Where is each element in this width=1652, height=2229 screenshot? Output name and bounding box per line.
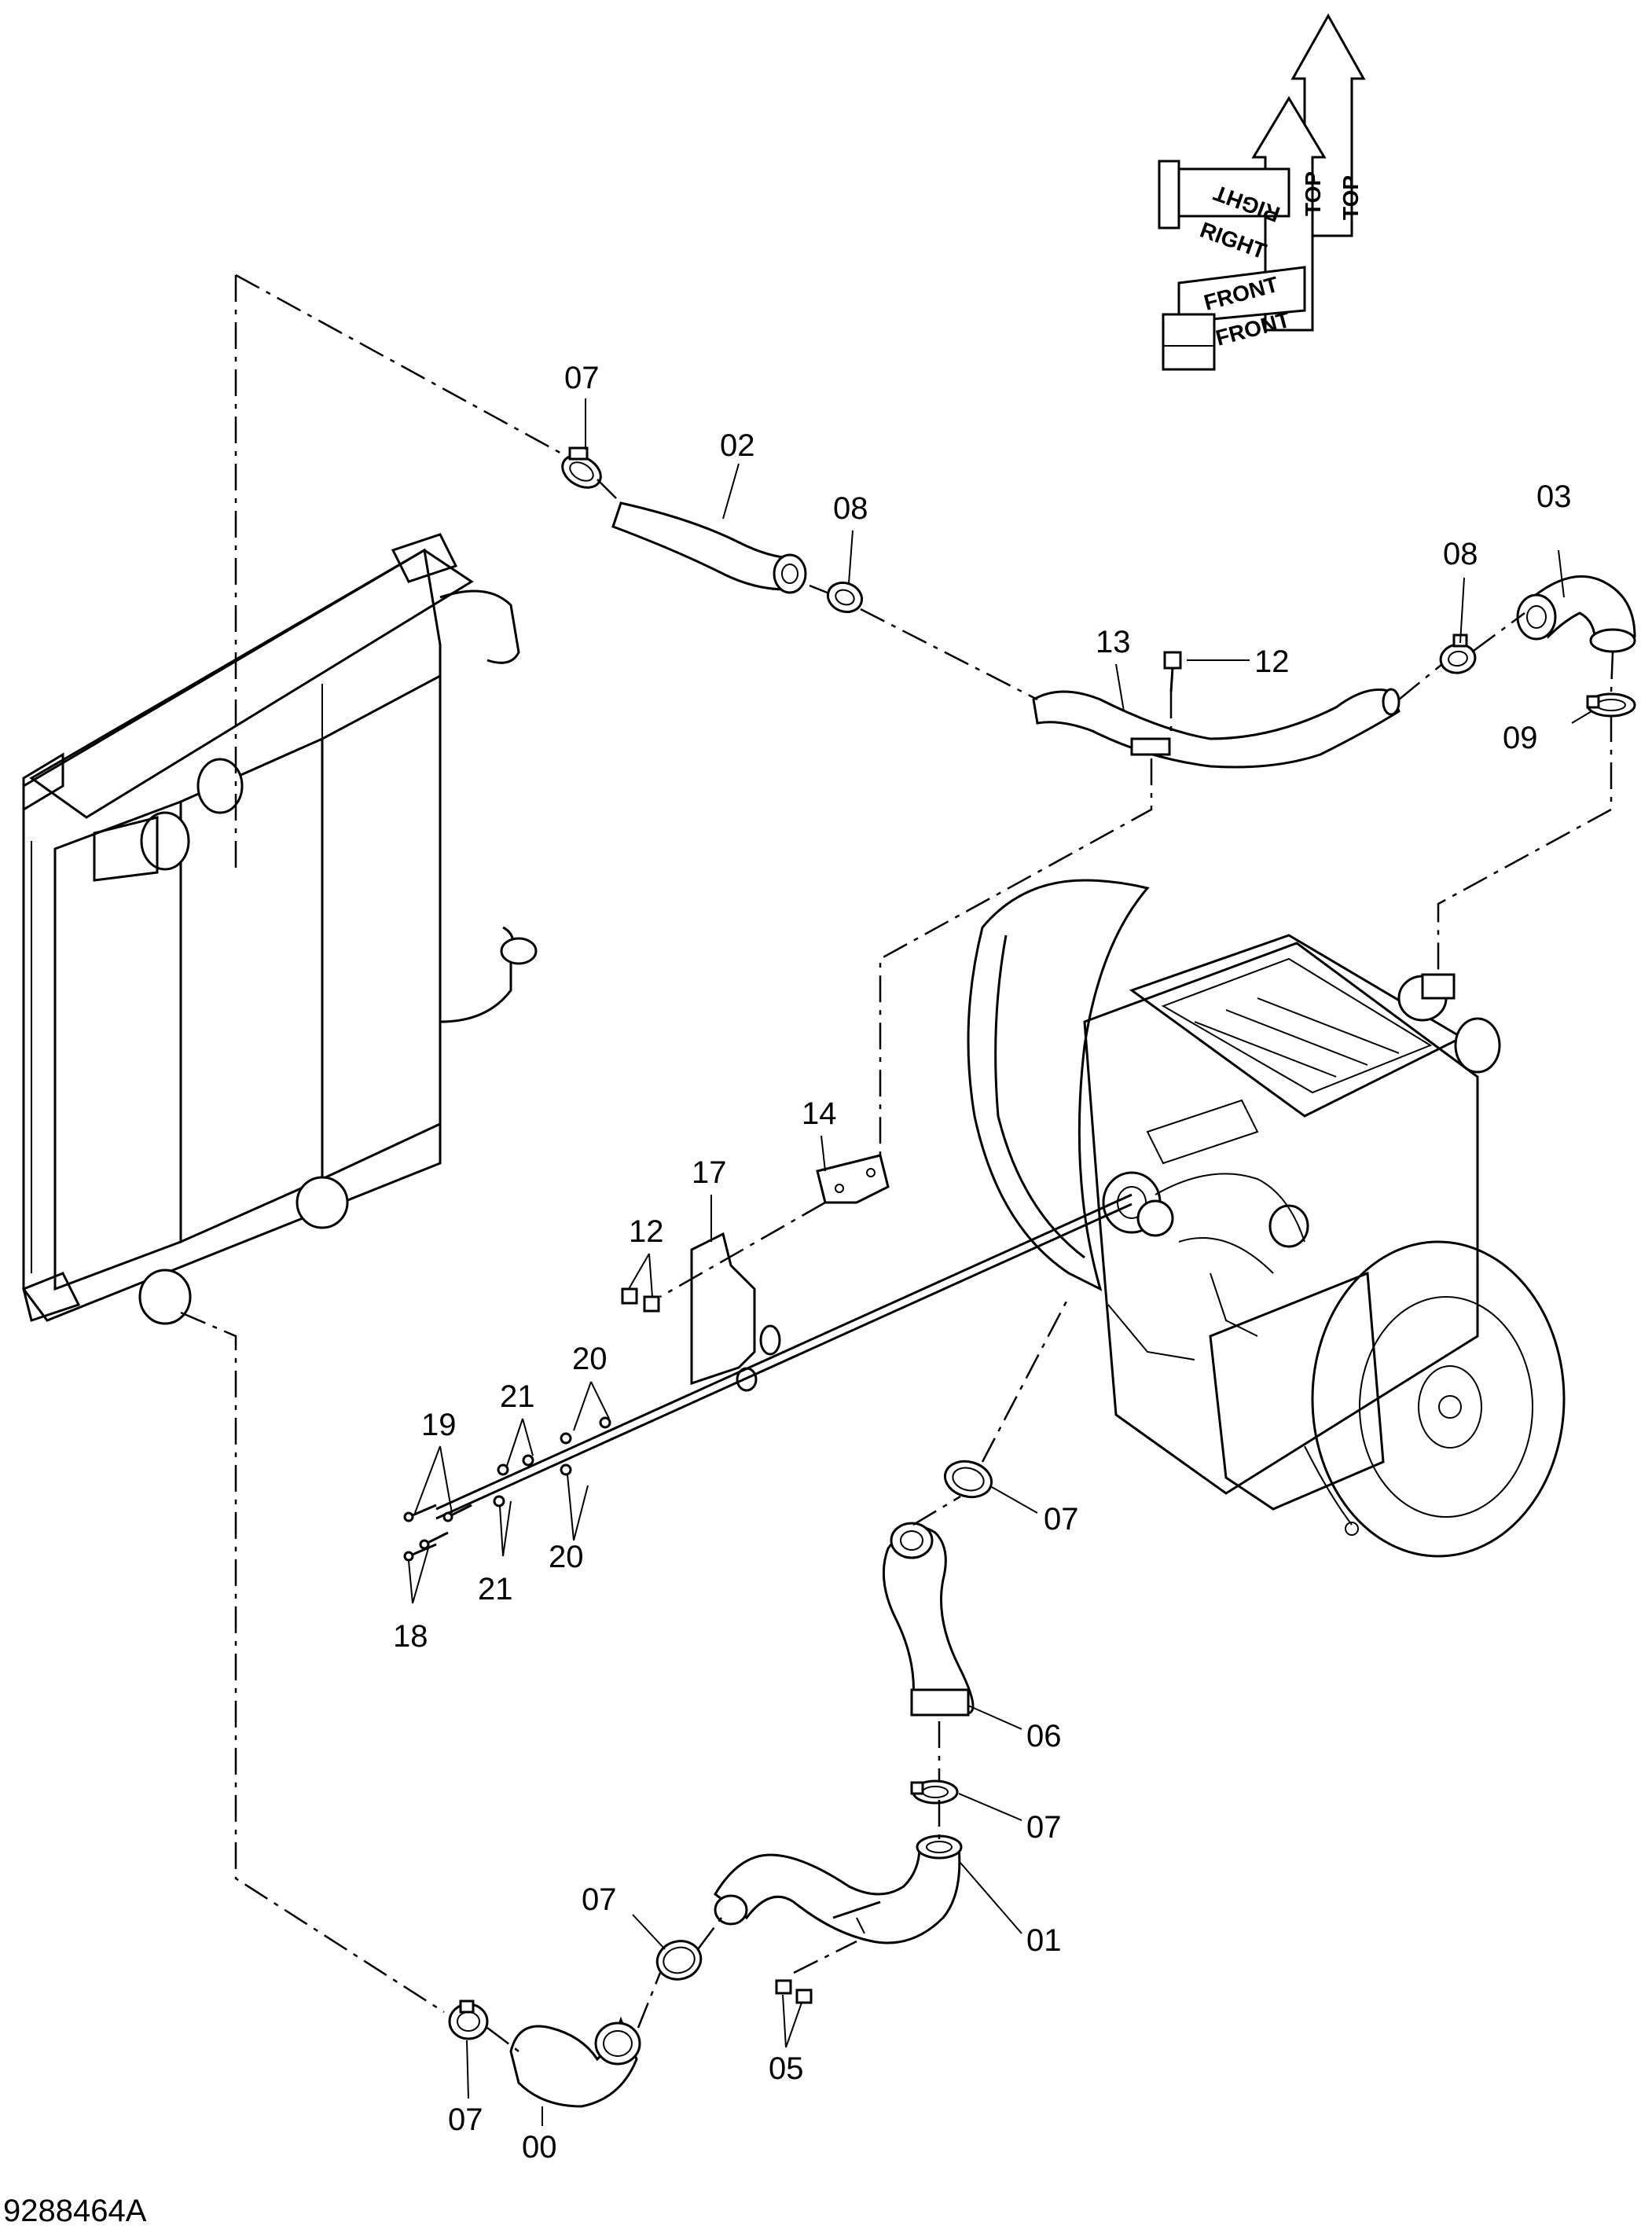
- label-21-nut-upper: 21: [500, 1379, 535, 1414]
- orientation-arrows-icon: TOP TOP RIGHT RIGHT FRONT FRONT: [1158, 13, 1366, 371]
- lower-hose-engine: [882, 1522, 975, 1717]
- clamp-upper-middle: [826, 581, 864, 614]
- bracket-small: [816, 1154, 890, 1204]
- label-14-bracket-small: 14: [802, 1096, 837, 1131]
- label-07-clamp-lower-left: 07: [448, 2102, 483, 2137]
- elbow-hose-right: [1516, 575, 1636, 653]
- label-03-elbow-hose: 03: [1536, 479, 1572, 514]
- label-07-clamp-engine-outlet: 07: [1044, 1502, 1079, 1537]
- label-21-nut-lower: 21: [478, 1572, 513, 1607]
- label-12-bolt-bracket: 12: [629, 1214, 664, 1249]
- clamp-upper-right: [1439, 633, 1477, 674]
- upper-hose: [611, 501, 807, 594]
- clamp-lower-joint: [910, 1779, 959, 1805]
- engine-icon: [967, 879, 1566, 1558]
- label-07-clamp-lower-middle: 07: [582, 1882, 617, 1917]
- label-17-bracket-large: 17: [692, 1155, 727, 1190]
- label-05-bolt-lower: 05: [769, 2051, 804, 2086]
- right-label-front: RIGHT: [1197, 218, 1269, 264]
- label-02-upper-hose: 02: [720, 428, 755, 463]
- radiator-icon: [22, 533, 538, 1325]
- top-label-front: TOP: [1301, 171, 1325, 216]
- label-01-lower-pipe: 01: [1026, 1923, 1062, 1958]
- bolt-bracket: [621, 1287, 660, 1313]
- leader-lines: [408, 398, 1592, 2126]
- clamp-lower-middle: [655, 1940, 703, 1981]
- lower-pipe: [714, 1834, 963, 1944]
- bolt-upper: [1163, 651, 1182, 692]
- bracket-large: [435, 1193, 1133, 1520]
- label-06-lower-hose-engine: 06: [1026, 1719, 1062, 1753]
- label-13-pipe-upper: 13: [1096, 625, 1131, 659]
- top-label-rear: TOP: [1338, 175, 1363, 220]
- clamp-lower-left: [448, 1999, 489, 2040]
- label-12-bolt-upper: 12: [1254, 644, 1290, 679]
- label-18-bolt-short: 18: [393, 1619, 428, 1654]
- part-labels: 07 02 08 03 08 13 12 09 14 17 12 20 21 1…: [393, 361, 1572, 2165]
- label-08-clamp-upper-middle: 08: [833, 491, 868, 526]
- fasteners-group: [403, 1416, 611, 1562]
- label-08-clamp-upper-right: 08: [1443, 537, 1478, 571]
- clamp-engine-outlet: [943, 1460, 993, 1499]
- label-07-clamp-top-left: 07: [564, 361, 600, 395]
- pipe-upper: [1032, 688, 1401, 769]
- bolt-lower: [775, 1979, 813, 2004]
- phantom-lines: [180, 274, 1614, 2052]
- label-09-clamp-right: 09: [1503, 721, 1538, 755]
- label-00-lower-hose-radiator: 00: [522, 2130, 557, 2165]
- label-07-clamp-lower-joint: 07: [1026, 1810, 1062, 1845]
- label-19-bolt-long: 19: [421, 1408, 457, 1442]
- lower-hose-radiator: [509, 2016, 641, 2108]
- drawing-number: 9288464A: [3, 2194, 147, 2228]
- clamp-top-left: [561, 446, 602, 489]
- clamp-right: [1586, 692, 1636, 718]
- label-20-washer-upper: 20: [572, 1342, 608, 1376]
- label-20-washer-lower: 20: [549, 1540, 584, 1574]
